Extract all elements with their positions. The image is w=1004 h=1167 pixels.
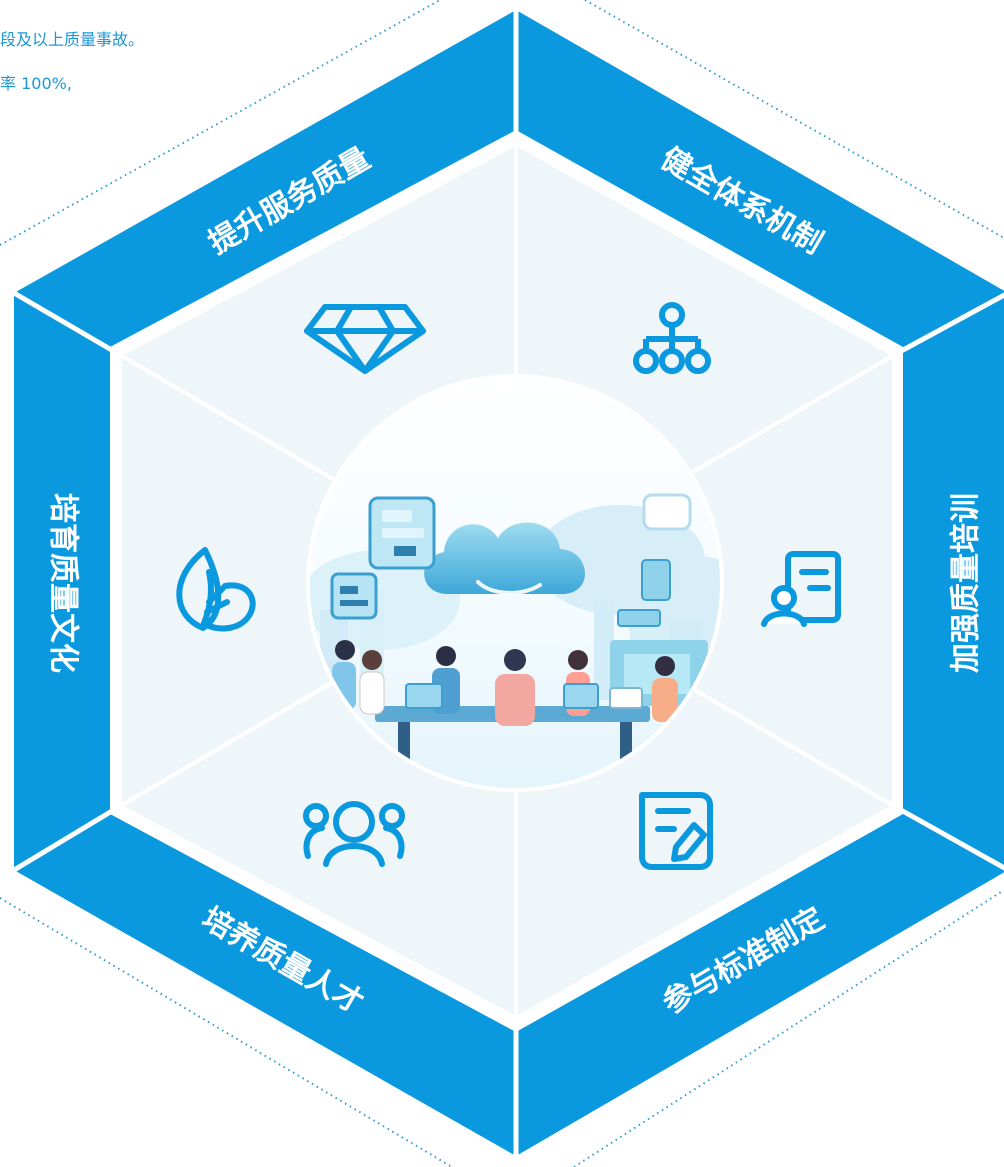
leaf-icon xyxy=(176,547,256,632)
segment-label-right: 加强质量培训 xyxy=(949,493,984,673)
note-line-2: 率 100%, xyxy=(0,74,72,93)
note-line-1: 段及以上质量事故。 xyxy=(0,30,145,49)
profile-document-icon xyxy=(761,551,841,627)
center-illustration xyxy=(306,374,724,792)
org-chart-icon xyxy=(633,302,711,374)
segment-label-left: 培育质量文化 xyxy=(46,493,81,673)
diamond-icon xyxy=(304,304,426,374)
team-icon xyxy=(303,801,405,867)
edit-document-icon xyxy=(639,792,713,870)
